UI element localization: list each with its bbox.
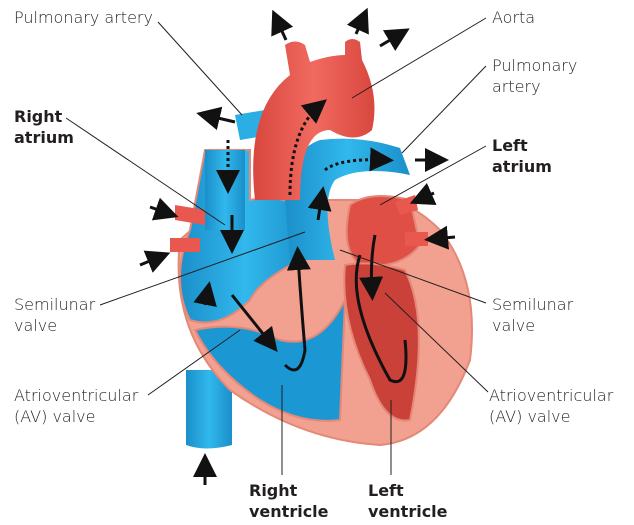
flow-arrow-rv-down bbox=[230, 294, 278, 353]
flow-arrow-vein-in-1 bbox=[149, 197, 179, 221]
flow-arrow-vein-in-2 bbox=[139, 250, 171, 273]
flow-arrow-vein-in-4 bbox=[424, 225, 456, 250]
pulmonary-vein-left-upper bbox=[175, 205, 205, 225]
label-right-atrium: Right atrium bbox=[14, 106, 74, 148]
leader-pulmonary-artery-left bbox=[157, 21, 243, 116]
inferior-vena-cava bbox=[186, 370, 232, 449]
label-left-atrium: Left atrium bbox=[492, 135, 552, 177]
label-right-atrium-line1: Right bbox=[14, 107, 63, 126]
flow-arrow-aortic-arch bbox=[288, 99, 327, 196]
leader-semilunar-left bbox=[99, 231, 306, 306]
leader-right-atrium bbox=[65, 117, 226, 226]
label-left-ventricle-line1: Left bbox=[368, 481, 404, 500]
label-semilunar-left-line2: valve bbox=[14, 316, 58, 335]
label-semilunar-valve-right: Semilunar valve bbox=[492, 294, 573, 336]
flow-arrow-ra-up bbox=[193, 281, 217, 308]
label-av-right-line1: Atrioventricular bbox=[489, 386, 614, 405]
pulmonary-vein-left-lower bbox=[170, 238, 200, 252]
label-aorta: Aorta bbox=[492, 8, 536, 27]
label-left-atrium-line2: atrium bbox=[492, 157, 552, 176]
leader-av-right bbox=[384, 292, 489, 393]
superior-vena-cava bbox=[205, 150, 245, 230]
pulmonary-vein-right-lower bbox=[405, 232, 428, 246]
leader-semilunar-right bbox=[339, 249, 487, 304]
label-semilunar-left-line1: Semilunar bbox=[14, 295, 96, 314]
label-pulmonary-artery-right-line2: artery bbox=[492, 77, 541, 96]
leader-aorta bbox=[351, 17, 487, 99]
label-semilunar-right-line1: Semilunar bbox=[492, 295, 574, 314]
label-right-atrium-line2: atrium bbox=[14, 128, 74, 147]
flow-arrow-vein-in-3 bbox=[409, 182, 437, 205]
flow-arrow-pulm-branch bbox=[324, 147, 394, 172]
label-right-ventricle-line2: ventricle bbox=[249, 502, 329, 521]
flow-arrow-lv-loop bbox=[354, 254, 408, 384]
flow-arrow-aorta-up2 bbox=[346, 7, 369, 35]
blood-flow-arrows bbox=[139, 7, 456, 485]
flow-arrow-rv-loop bbox=[283, 246, 311, 372]
label-av-left-line1: Atrioventricular bbox=[14, 386, 139, 405]
leader-pulmonary-artery-right bbox=[401, 65, 487, 154]
label-semilunar-right-line2: valve bbox=[492, 316, 536, 335]
flow-arrow-aorta-up bbox=[271, 9, 294, 41]
label-av-valve-left: Atrioventricular (AV) valve bbox=[14, 385, 138, 427]
label-av-left-line2: (AV) valve bbox=[14, 407, 96, 426]
label-left-atrium-line1: Left bbox=[492, 136, 528, 155]
leader-av-left bbox=[147, 329, 241, 396]
label-pulmonary-artery-right-line1: Pulmonary bbox=[492, 56, 578, 75]
label-pulmonary-artery-left: Pulmonary artery bbox=[14, 8, 153, 27]
label-right-ventricle: Right ventricle bbox=[249, 480, 329, 522]
label-left-ventricle: Left ventricle bbox=[368, 480, 448, 522]
label-semilunar-valve-left: Semilunar valve bbox=[14, 294, 95, 336]
label-pulmonary-artery-right: Pulmonary artery bbox=[492, 55, 577, 97]
label-av-valve-right: Atrioventricular (AV) valve bbox=[489, 385, 613, 427]
flow-arrow-aorta-right bbox=[379, 28, 410, 51]
flow-arrow-pulmonary-left bbox=[196, 106, 236, 131]
leader-left-atrium bbox=[379, 145, 487, 206]
label-left-ventricle-line2: ventricle bbox=[368, 502, 448, 521]
leader-lines bbox=[65, 17, 489, 475]
label-right-ventricle-line1: Right bbox=[249, 481, 298, 500]
label-av-right-line2: (AV) valve bbox=[489, 407, 571, 426]
flow-arrow-ra-rv bbox=[307, 186, 332, 221]
